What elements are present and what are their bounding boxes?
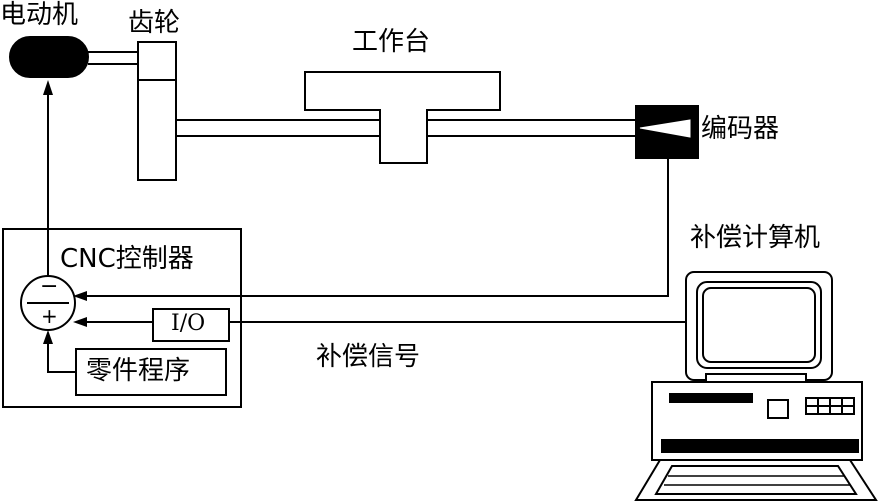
gear-label: 齿轮	[128, 8, 181, 38]
part-program-line	[47, 335, 76, 373]
io-label: I/O	[171, 311, 206, 336]
worktable	[304, 71, 501, 164]
encoder-label: 编码器	[701, 114, 780, 144]
gear-lower	[137, 79, 177, 181]
feedback-arrowhead	[73, 291, 87, 301]
worktable-label: 工作台	[352, 27, 431, 57]
computer-front-bar	[661, 439, 859, 453]
control-output-arrowhead	[43, 80, 53, 95]
compensation-computer-label: 补偿计算机	[690, 223, 821, 253]
part-program-label: 零件程序	[86, 356, 191, 386]
power-button	[767, 399, 789, 419]
keyboard-keys	[654, 465, 858, 495]
cnc-controller-box	[2, 228, 242, 408]
io-block	[152, 308, 230, 342]
cnc-controller-label: CNC控制器	[60, 244, 194, 274]
gear-upper	[137, 41, 177, 81]
monitor-screen	[702, 287, 816, 363]
motor-label: 电动机	[0, 0, 79, 30]
minus-sign: −	[40, 274, 59, 299]
disk-slot	[669, 393, 753, 403]
part-program-arrowhead	[43, 330, 53, 344]
motor-body	[9, 36, 89, 78]
encoder-feedback-line	[76, 158, 669, 297]
encoder-cone	[639, 119, 691, 138]
compensation-signal-label: 补偿信号	[316, 342, 421, 372]
io-arrowhead	[73, 317, 87, 327]
part-program-block	[75, 348, 227, 396]
monitor-stand	[705, 373, 807, 383]
plus-sign: +	[41, 304, 58, 328]
